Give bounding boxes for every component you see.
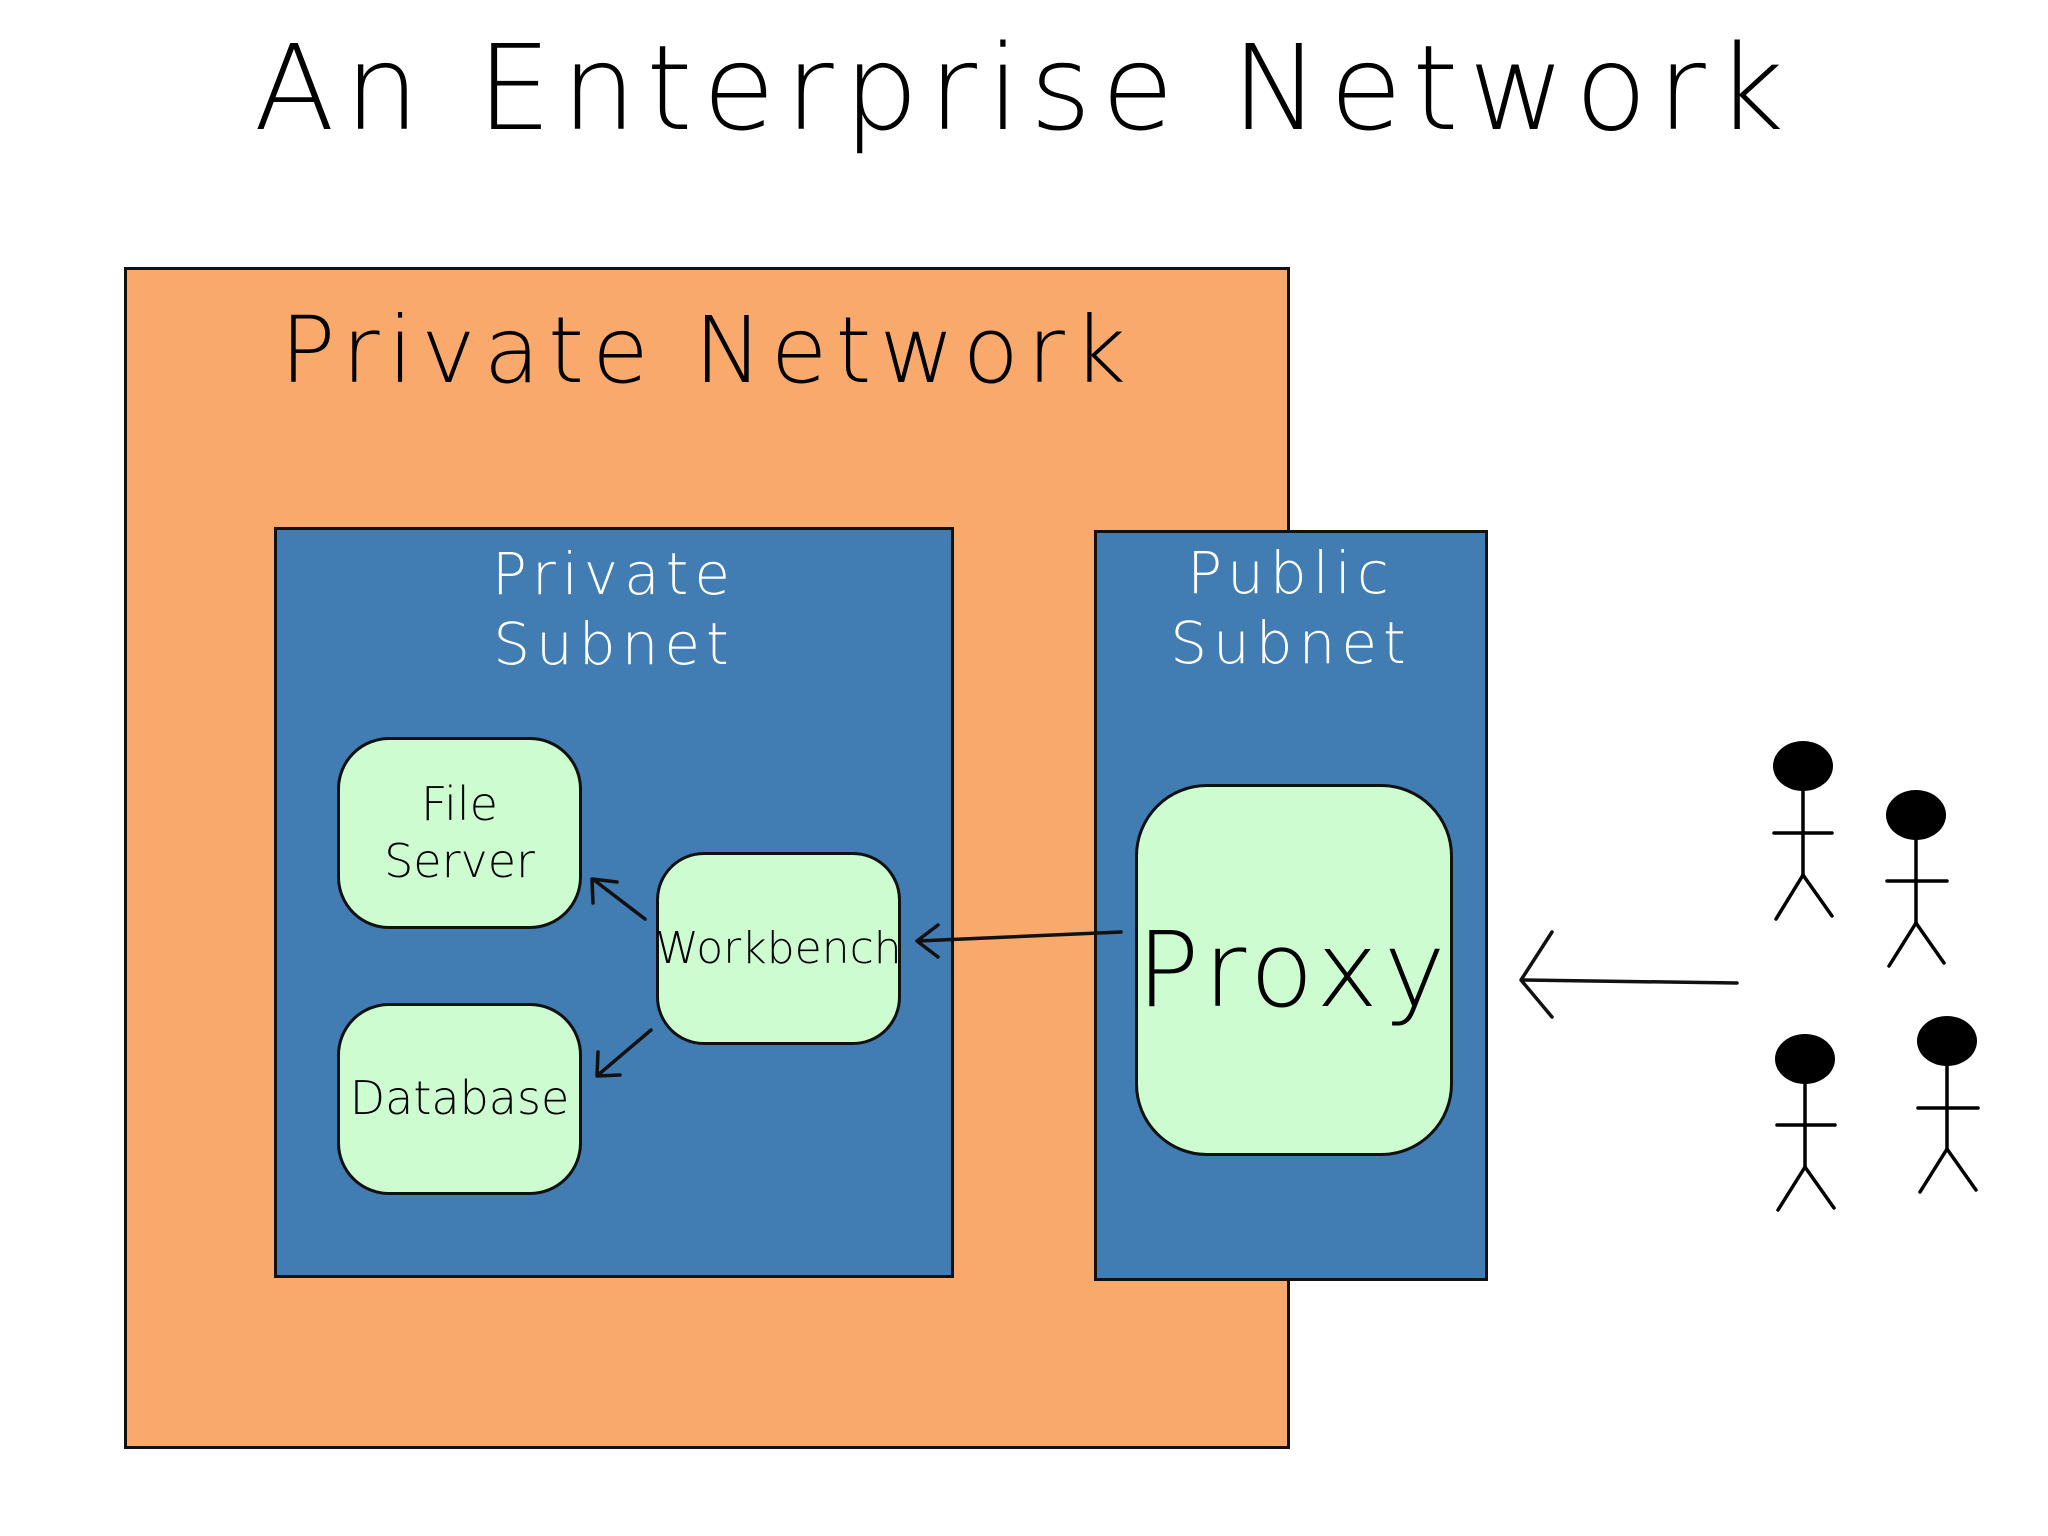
private-network-label: Private Network bbox=[279, 297, 1135, 404]
user-1-icon bbox=[1772, 741, 1834, 921]
proxy-node: Proxy bbox=[1135, 784, 1453, 1156]
file-server-node: File Server bbox=[337, 737, 582, 929]
database-node: Database bbox=[337, 1003, 582, 1195]
private-subnet-label: Private Subnet bbox=[491, 540, 737, 678]
public-subnet-label: Public Subnet bbox=[1170, 539, 1412, 677]
user-2-icon bbox=[1885, 790, 1949, 968]
user-4-icon bbox=[1916, 1016, 1980, 1194]
user-3-icon bbox=[1775, 1034, 1837, 1212]
diagram-title: An Enterprise Network bbox=[253, 19, 1795, 157]
workbench-node: Workbench bbox=[655, 852, 902, 1045]
arrow-users-to-proxy bbox=[1519, 930, 1739, 1019]
